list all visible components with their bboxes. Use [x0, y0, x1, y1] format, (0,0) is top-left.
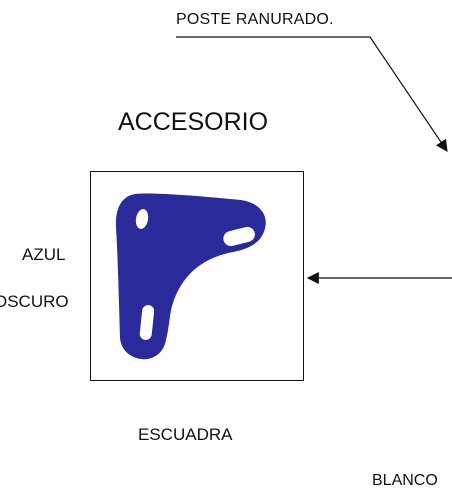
angle-bracket-icon	[115, 193, 266, 360]
part-image-box	[90, 171, 304, 381]
escuadra-label: ESCUADRA	[138, 425, 233, 444]
poste-ranurado-label: POSTE RANURADO.	[176, 11, 334, 28]
poste-leader-arrow	[369, 36, 448, 152]
accesorio-title: ACCESORIO	[118, 108, 269, 136]
blanco-label: BLANCO	[372, 472, 438, 489]
bracket-slot-bottom	[139, 305, 155, 340]
bracket-slot-right	[223, 226, 255, 247]
color-label-line2: OSCURO	[0, 292, 69, 311]
bracket-hole-top	[135, 209, 149, 229]
color-label-line1: AZUL	[22, 245, 66, 264]
